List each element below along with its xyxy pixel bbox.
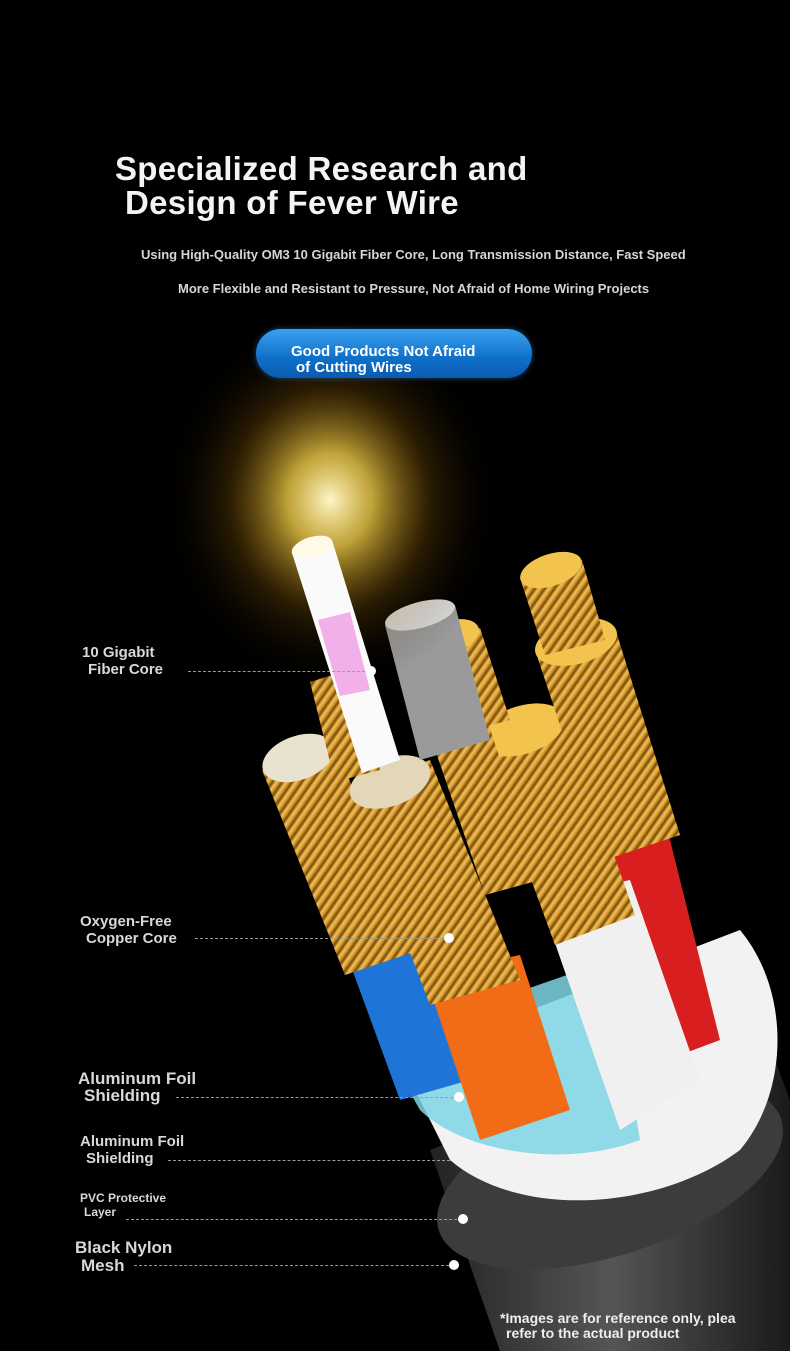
leader-line [134,1265,454,1266]
callout-nylon-mesh: Black Nylon Mesh [75,1239,172,1275]
page-title: Specialized Research and Design of Fever… [115,152,528,220]
leader-dot [444,933,454,943]
badge-line-2: of Cutting Wires [296,359,412,376]
disclaimer-line-2: refer to the actual product [506,1325,680,1341]
callout-foil-1-line-2: Shielding [84,1086,161,1105]
subtitle-line-2: More Flexible and Resistant to Pressure,… [178,281,650,296]
callout-pvc-layer: PVC Protective Layer [80,1191,166,1219]
callout-fiber-core-line-2: Fiber Core [88,661,164,678]
callout-fiber-core-line-1: 10 Gigabit [82,644,155,661]
feature-badge: Good Products Not Afraid of Cutting Wire… [256,329,532,378]
callout-foil-2-line-2: Shielding [86,1150,154,1167]
callout-copper-core-line-2: Copper Core [86,930,177,947]
callout-copper-core-line-1: Oxygen-Free [80,913,172,930]
leader-dot [454,1092,464,1102]
leader-dot [366,666,376,676]
badge-line-1: Good Products Not Afraid [291,343,476,360]
callout-copper-core: Oxygen-Free Copper Core [80,913,177,947]
callout-foil-1-line-1: Aluminum Foil [78,1069,197,1088]
leader-dot [449,1260,459,1270]
callout-mesh-line-2: Mesh [81,1256,125,1275]
leader-line [195,938,448,939]
leader-line [176,1097,458,1098]
callout-pvc-line-1: PVC Protective [80,1191,167,1205]
leader-line [188,671,370,672]
callout-aluminum-foil-2: Aluminum Foil Shielding [80,1133,184,1167]
disclaimer-line-1: *Images are for reference only, plea [500,1310,736,1326]
title-line-1: Specialized Research and [115,150,528,187]
callout-aluminum-foil-1: Aluminum Foil Shielding [78,1070,196,1104]
disclaimer-text: *Images are for reference only, plea ref… [500,1311,736,1341]
callout-pvc-line-2: Layer [84,1205,117,1219]
callout-fiber-core: 10 Gigabit Fiber Core [82,644,163,678]
subtitle-line-1: Using High-Quality OM3 10 Gigabit Fiber … [141,247,686,262]
leader-line [126,1219,462,1220]
title-line-2: Design of Fever Wire [125,184,459,221]
callout-foil-2-line-1: Aluminum Foil [80,1133,185,1150]
leader-dot [458,1214,468,1224]
callout-mesh-line-1: Black Nylon [75,1238,173,1257]
leader-line [168,1160,450,1161]
